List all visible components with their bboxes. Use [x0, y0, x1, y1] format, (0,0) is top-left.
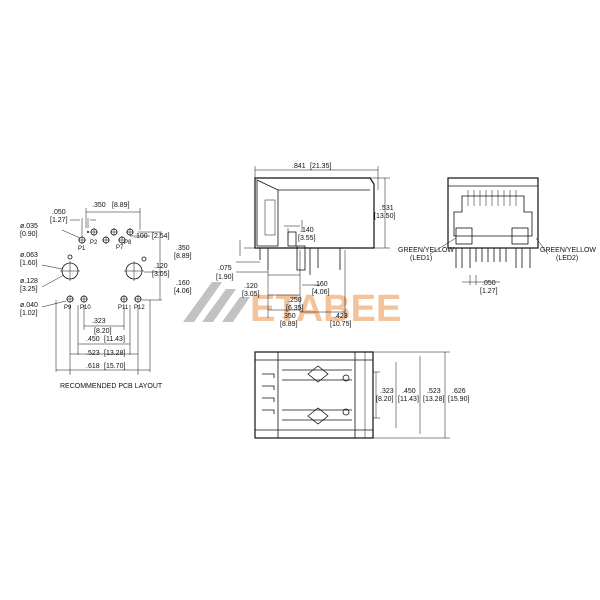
pcb-dim-323: .323 [92, 318, 106, 325]
pcb-dim-323-mm: [8.20] [94, 328, 112, 335]
led1-label: GREEN/YELLOW [398, 247, 454, 254]
pcb-hole-040-mm: [1.02] [20, 310, 38, 317]
pcb-hole-128: ø.128 [20, 278, 38, 285]
side-dim-841-mm: [21.35] [310, 163, 331, 170]
pcb-dim-450: .450 [86, 336, 100, 343]
pcb-hole-035: ø.035 [20, 223, 38, 230]
pcb-dim-523-mm: [13.28] [104, 350, 125, 357]
pcb-dim-050: .050 [52, 209, 66, 216]
top-dim-450: .450 [402, 388, 416, 395]
front-dim-050-mm: [1.27] [480, 288, 498, 295]
pcb-dim-450-mm: [11.43] [104, 336, 125, 343]
mounting-holes [60, 254, 147, 281]
pin-label-p7: P7 [116, 245, 124, 251]
pcb-layout-view: P1 P2 P7 P8 P9 P10 P11 P12 [20, 202, 192, 390]
pcb-dim-160-mm: [4.06] [174, 288, 192, 295]
led1 [455, 227, 473, 245]
top-pins [262, 365, 352, 425]
led2 [511, 227, 529, 245]
pin-label-p9: P9 [64, 305, 72, 311]
pcb-dim-350-v: .350 [176, 245, 190, 252]
pcb-dim-350-v-mm: [8.89] [174, 253, 192, 260]
pcb-hole-035-mm: [0.90] [20, 231, 38, 238]
side-dim-120-mm: [3.05] [242, 291, 260, 298]
contact-fingers [467, 190, 517, 206]
pcb-dim-350-mm: [8.89] [112, 202, 130, 209]
side-dim-350: .350 [282, 313, 296, 320]
watermark-logo-mark [183, 282, 222, 322]
front-pins [455, 248, 531, 268]
front-dim-050: .050 [482, 280, 496, 287]
pcb-hole-128-mm: [3.25] [20, 286, 38, 293]
top-dim-523: .523 [427, 388, 441, 395]
pin-label-p1: P1 [78, 246, 86, 252]
side-dim-075-mm: [1.90] [216, 274, 234, 281]
led1-label-sub: (LED1) [410, 255, 432, 262]
pcb-dim-120: .120 [154, 263, 168, 270]
side-dim-250: .250 [288, 297, 302, 304]
pcb-caption: RECOMMENDED PCB LAYOUT [60, 383, 163, 390]
pcb-dimensions [41, 208, 162, 375]
side-dim-120: .120 [244, 283, 258, 290]
top-dim-523-mm: [13.28] [423, 396, 444, 403]
pin-label-p12: P12 [134, 305, 145, 311]
pcb-dim-618-mm: [15.70] [104, 363, 125, 370]
pcb-dim-120-mm: [3.05] [152, 271, 170, 278]
pcb-hole-040: ø.040 [20, 302, 38, 309]
pcb-dim-523: .523 [86, 350, 100, 357]
led2-label-sub: (LED2) [556, 255, 578, 262]
side-dim-531: .531 [380, 205, 394, 212]
top-dim-626-mm: [15.90] [448, 396, 469, 403]
top-dim-626: .626 [452, 388, 466, 395]
top-dim-450-mm: [11.43] [398, 396, 419, 403]
side-dim-075: .075 [218, 265, 232, 272]
side-dim-423: .423 [334, 313, 348, 320]
pin-label-p10: P10 [80, 305, 91, 311]
side-dim-140: .140 [300, 227, 314, 234]
pcb-dim-100: .100 [134, 233, 148, 240]
top-dim-323: .323 [380, 388, 394, 395]
side-dim-140-mm: [3.55] [298, 235, 316, 242]
side-dim-160: .160 [314, 281, 328, 288]
pin-label-p2: P2 [90, 240, 98, 246]
pin-label-p8: P8 [124, 240, 132, 246]
pcb-dim-160: .160 [176, 280, 190, 287]
side-view [236, 166, 390, 318]
top-view [254, 351, 450, 439]
signal-pins: P1 P2 P7 P8 [78, 228, 134, 252]
side-dim-841: .841 [292, 163, 306, 170]
top-dim-323-mm: [8.20] [376, 396, 394, 403]
led-pins: P9 P10 P11 P12 [64, 295, 145, 311]
side-dim-250-mm: [6.35] [286, 305, 304, 312]
side-dim-350-mm: [8.89] [280, 321, 298, 328]
pcb-dim-350: .350 [92, 202, 106, 209]
side-dim-160-mm: [4.06] [312, 289, 330, 296]
front-view [429, 177, 549, 285]
side-dim-531-mm: [13.50] [374, 213, 395, 220]
side-dim-423-mm: [10.75] [330, 321, 351, 328]
pin-label-p11: P11 [118, 305, 129, 311]
pcb-dim-100-mm: [2.54] [152, 233, 170, 240]
pcb-dim-618: .618 [86, 363, 100, 370]
pcb-hole-063-mm: [1.60] [20, 260, 38, 267]
pcb-hole-063: ø.063 [20, 252, 38, 259]
led2-label: GREEN/YELLOW [540, 247, 596, 254]
pcb-dim-050-mm: [1.27] [50, 217, 68, 224]
